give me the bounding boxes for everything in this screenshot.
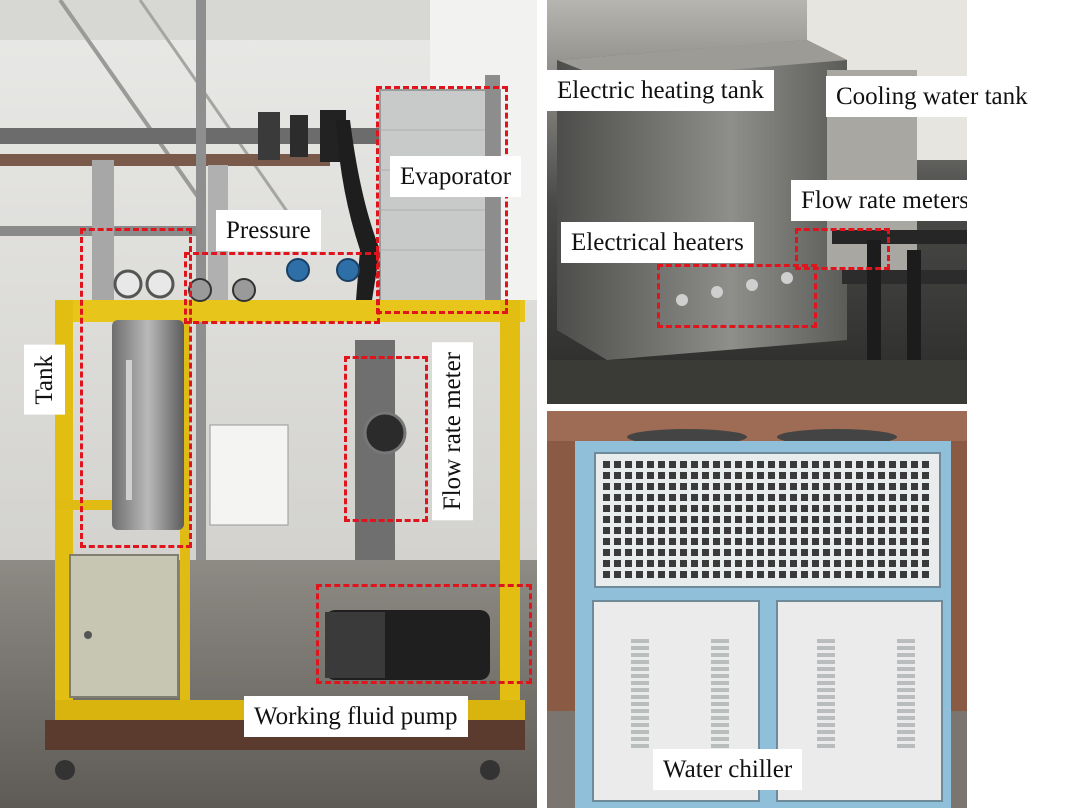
water-chiller-illustration (547, 411, 967, 808)
test-rig-illustration (0, 0, 537, 808)
cooling-water-tank-label: Cooling water tank (826, 76, 1038, 117)
flow-rate-meter-annotation-box (344, 356, 428, 522)
water-chiller-label: Water chiller (653, 749, 803, 790)
pressure-annotation-box (184, 252, 380, 324)
flow-rate-meter-label: Flow rate meter (432, 342, 473, 521)
tank-annotation-box (80, 228, 192, 548)
evaporator-label: Evaporator (390, 156, 522, 197)
chiller-grille (603, 461, 929, 578)
water-chiller-photo: Water chiller (547, 411, 967, 808)
electrical-heaters-annotation-box (657, 264, 817, 328)
electrical-heaters-label: Electrical heaters (561, 222, 754, 263)
test-rig-photo: Evaporator Pressure Tank Flow rate meter… (0, 0, 537, 808)
flow-rate-meters-annotation-box (795, 228, 890, 270)
flow-rate-meters-label: Flow rate meters (791, 180, 967, 221)
evaporator-annotation-box (376, 86, 508, 314)
heating-tank-photo: Electric heating tank Flow rate meters E… (547, 0, 967, 404)
working-fluid-pump-annotation-box (316, 584, 532, 684)
pressure-label: Pressure (216, 210, 321, 251)
working-fluid-pump-label: Working fluid pump (244, 696, 468, 737)
tank-label: Tank (24, 345, 65, 415)
electric-heating-tank-label: Electric heating tank (547, 70, 774, 111)
